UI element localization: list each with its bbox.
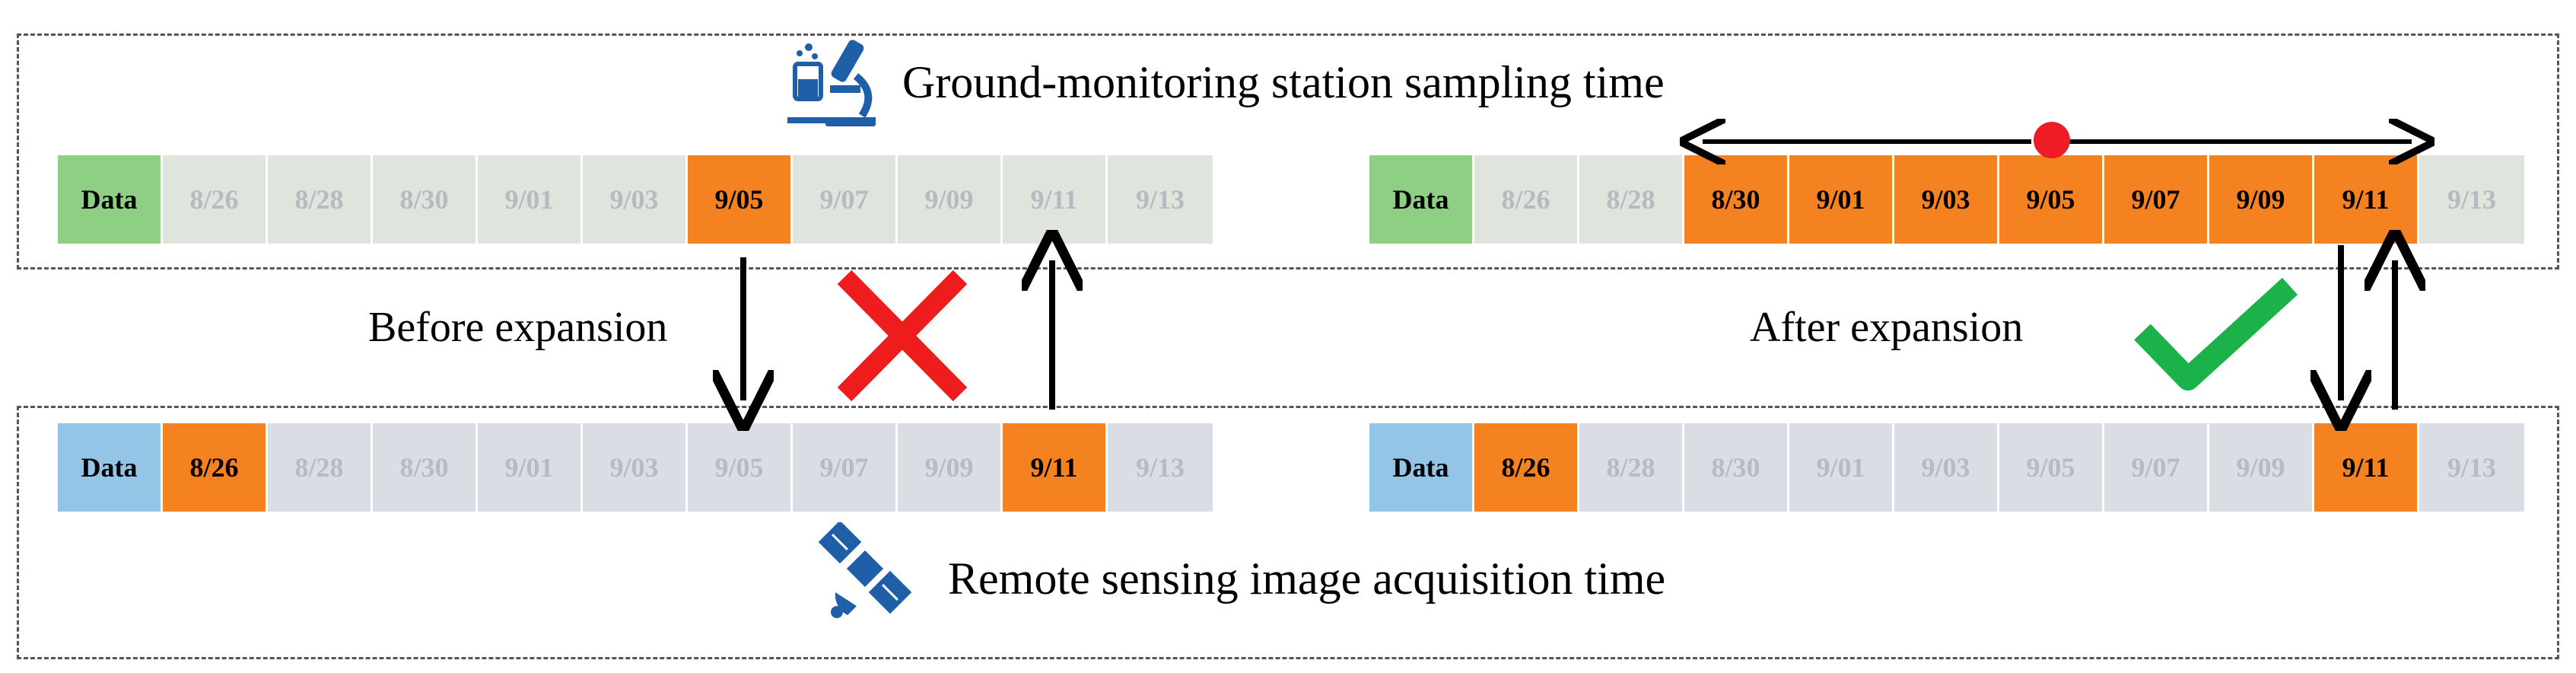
timeline-label: Data: [58, 155, 163, 244]
date-cell-highlighted: 9/11: [2314, 423, 2419, 512]
check-icon: [2134, 277, 2298, 391]
date-cell: 9/01: [1789, 423, 1894, 512]
date-cell: 9/13: [2419, 423, 2524, 512]
date-cell: 8/28: [1579, 155, 1684, 244]
date-cell: 9/11: [1003, 155, 1108, 244]
top-caption: Ground-monitoring station sampling time: [902, 57, 1665, 107]
date-cell: 9/07: [2104, 423, 2209, 512]
date-cell: 8/28: [1579, 423, 1684, 512]
date-cell: 8/30: [1684, 423, 1789, 512]
date-cell: 9/07: [793, 423, 898, 512]
date-cell: 8/30: [373, 155, 478, 244]
remote-sensing-box: [17, 406, 2559, 659]
date-cell-highlighted: 9/05: [688, 155, 793, 244]
date-cell: 9/13: [1108, 155, 1213, 244]
date-cell: 9/13: [1108, 423, 1213, 512]
date-cell: 9/05: [688, 423, 793, 512]
date-cell: 9/03: [583, 155, 688, 244]
date-cell: 9/03: [583, 423, 688, 512]
timeline-label: Data: [58, 423, 163, 512]
microscope-icon: [780, 32, 886, 139]
date-cell: 8/26: [163, 155, 268, 244]
center-dot: [2034, 122, 2070, 158]
cross-icon: [837, 270, 968, 402]
date-cell-highlighted: 9/11: [2314, 155, 2419, 244]
date-cell: 8/28: [268, 423, 373, 512]
date-cell: 9/09: [2209, 423, 2314, 512]
date-cell: 9/03: [1894, 423, 1999, 512]
date-cell: 9/09: [898, 155, 1003, 244]
date-cell: 9/01: [478, 155, 583, 244]
date-cell: 8/28: [268, 155, 373, 244]
bottom-caption: Remote sensing image acquisition time: [948, 553, 1666, 604]
timeline-label: Data: [1369, 155, 1474, 244]
date-cell-highlighted: 9/03: [1894, 155, 1999, 244]
date-cell-highlighted: 9/07: [2104, 155, 2209, 244]
date-cell-highlighted: 9/01: [1789, 155, 1894, 244]
timeline-label: Data: [1369, 423, 1474, 512]
satellite-icon: [813, 520, 918, 627]
after-expansion-label: After expansion: [1750, 304, 2024, 351]
date-cell: 8/30: [373, 423, 478, 512]
date-cell-highlighted: 9/05: [1999, 155, 2104, 244]
date-cell: 9/09: [898, 423, 1003, 512]
date-cell: 9/07: [793, 155, 898, 244]
date-cell-highlighted: 9/09: [2209, 155, 2314, 244]
date-cell-highlighted: 8/26: [163, 423, 268, 512]
date-cell: 9/01: [478, 423, 583, 512]
date-cell-highlighted: 9/11: [1003, 423, 1108, 512]
date-cell: 9/13: [2419, 155, 2524, 244]
before-expansion-label: Before expansion: [368, 304, 668, 351]
date-cell-highlighted: 8/30: [1684, 155, 1789, 244]
ground-station-box: [17, 33, 2559, 270]
date-cell: 9/05: [1999, 423, 2104, 512]
date-cell: 8/26: [1474, 155, 1579, 244]
date-cell-highlighted: 8/26: [1474, 423, 1579, 512]
